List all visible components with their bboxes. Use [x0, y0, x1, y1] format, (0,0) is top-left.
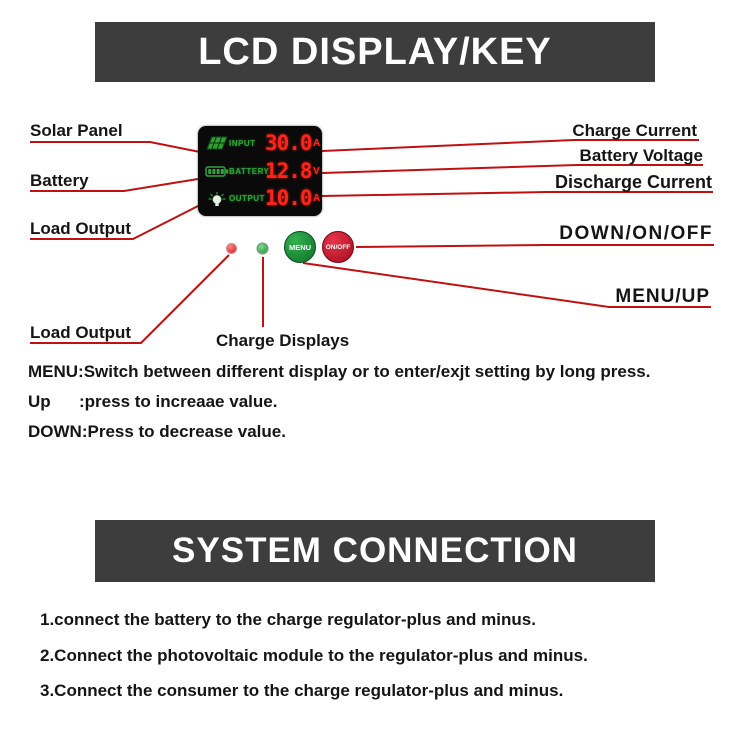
- label-battery-voltage: Battery Voltage: [579, 146, 703, 165]
- instruction-up: Up :press to increaae value.: [28, 392, 278, 411]
- label-charge-current: Charge Current: [572, 121, 697, 140]
- label-load-output-top: Load Output: [30, 219, 132, 238]
- load-indicator-led: [227, 244, 236, 253]
- instruction-menu: MENU:Switch between different display or…: [28, 362, 651, 381]
- lcd-row-battery: BATTERY 12.8 V: [204, 158, 320, 185]
- connection-step-1: 1.connect the battery to the charge regu…: [40, 610, 536, 629]
- label-down-on-off: DOWN/ON/OFF: [559, 223, 713, 244]
- lcd-input-label: INPUT: [229, 139, 256, 148]
- label-battery: Battery: [30, 171, 89, 190]
- label-charge-displays: Charge Displays: [216, 331, 350, 350]
- menu-button: MENU: [284, 231, 316, 263]
- lcd-panel: INPUT 30.0 A BATTERY 12.8 V: [198, 126, 322, 216]
- lcd-row-output: OUTPUT 10.0 A: [204, 185, 320, 212]
- instruction-down: DOWN:Press to decrease value.: [28, 422, 286, 441]
- label-solar-panel: Solar Panel: [30, 121, 123, 140]
- menu-button-label: MENU: [288, 242, 312, 252]
- lcd-input-unit: A: [313, 138, 321, 149]
- label-discharge-current: Discharge Current: [554, 172, 712, 192]
- label-menu-up: MENU/UP: [615, 286, 710, 307]
- solar-panel-icon: [204, 136, 229, 151]
- system-connection-banner: SYSTEM CONNECTION: [95, 520, 655, 582]
- lcd-output-label: OUTPUT: [229, 194, 265, 203]
- charge-indicator-led: [258, 244, 267, 253]
- connection-step-2: 2.Connect the photovoltaic module to the…: [40, 646, 588, 665]
- battery-icon: [204, 165, 229, 178]
- lcd-battery-value: 12.8: [265, 158, 313, 183]
- label-load-output-bottom: Load Output: [30, 323, 132, 342]
- lcd-battery-label: BATTERY: [229, 166, 270, 176]
- connection-step-3: 3.Connect the consumer to the charge reg…: [40, 681, 564, 700]
- system-connection-title: SYSTEM CONNECTION: [172, 531, 578, 570]
- onoff-button: ON/OFF: [322, 231, 354, 263]
- lcd-display-key-title: LCD DISPLAY/KEY: [198, 30, 552, 73]
- lcd-input-value: 30.0: [265, 131, 313, 155]
- lcd-row-input: INPUT 30.0 A: [204, 130, 320, 157]
- lcd-display-key-banner: LCD DISPLAY/KEY: [95, 22, 655, 82]
- lcd-output-value: 10.0: [265, 186, 313, 210]
- lamp-icon: [204, 191, 229, 207]
- onoff-button-label: ON/OFF: [325, 243, 351, 251]
- lcd-battery-unit: V: [313, 165, 320, 177]
- lcd-output-unit: A: [313, 193, 321, 204]
